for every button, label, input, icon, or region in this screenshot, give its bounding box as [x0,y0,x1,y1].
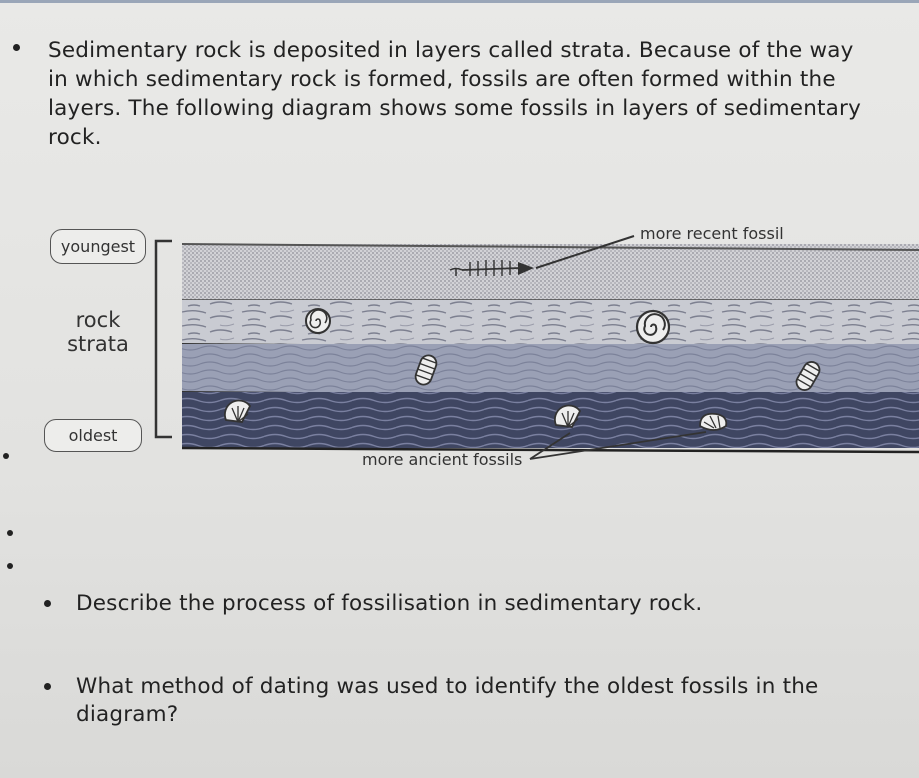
bullet-empty-1 [3,453,9,459]
layer-oldest [182,392,919,448]
spiral-fossil-icon-1 [305,308,331,334]
question-2-text: What method of dating was used to identi… [76,674,819,727]
clam-fossil-icon [699,412,728,431]
shell-fossil-icon-2 [795,361,821,391]
top-border [0,0,919,3]
pointer-recent-fossil [535,235,635,269]
ancient-fossils-label: more ancient fossils [362,450,523,469]
shell-fossil-icon-1 [414,354,438,386]
bullet-intro [13,44,20,51]
bullet-question-1 [44,600,51,607]
layer-youngest [182,244,919,300]
scallop-fossil-icon-1 [223,399,252,423]
strata-bracket [154,239,172,439]
bullet-question-2 [44,683,51,690]
pointer-ancient-fossil-1 [529,432,571,460]
bullet-empty-3 [7,563,13,569]
pointer-ancient-fossil-2 [529,431,707,460]
bullet-empty-2 [7,530,13,536]
youngest-label: youngest [50,229,146,264]
scallop-fossil-icon-2 [553,404,582,428]
rock-strata-label: rock strata [67,308,129,356]
question-1-text: Describe the process of fossilisation in… [76,591,703,616]
oldest-label: oldest [44,419,142,452]
fish-fossil-icon [449,260,534,276]
intro-paragraph: Sedimentary rock is deposited in layers … [48,38,862,150]
recent-fossil-label: more recent fossil [640,224,784,243]
layer-streaked [182,300,919,344]
spiral-fossil-icon-2 [635,309,671,345]
